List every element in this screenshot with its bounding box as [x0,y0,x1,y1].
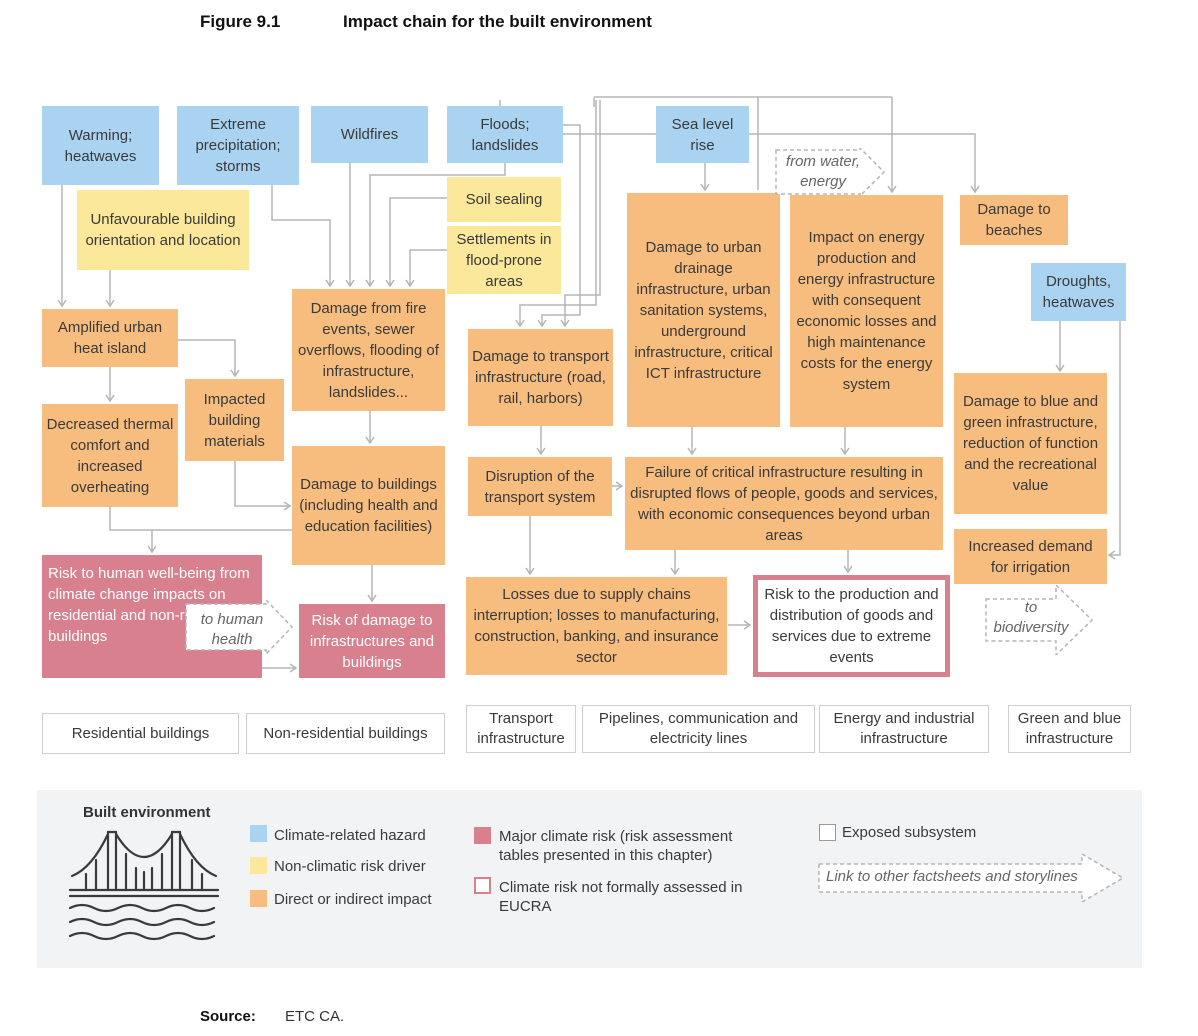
link-label-to-human-health: to human health [200,611,264,648]
impact-transport-infrastructure: Damage to transport infrastructure (road… [468,329,613,426]
legend-link-arrow [818,852,1125,904]
subsystem-non-residential: Non-residential buildings [246,713,445,754]
driver-settlements-flood-prone: Settlements in flood-prone areas [447,226,561,294]
legend-major-risk-label: Major climate risk (risk assessment tabl… [499,828,733,864]
hazard-extreme-precipitation: Extreme precipitation; storms [177,106,299,185]
legend-title: Built environment [83,804,211,821]
figure-title: Impact chain for the built environment [343,12,652,31]
legend-swatch-nonclimatic [250,857,267,874]
impact-urban-drainage: Damage to urban drainage infrastructure,… [627,193,780,427]
subsystem-green-blue: Green and blue infrastructure [1008,705,1131,753]
impact-building-materials: Impacted building materials [185,379,284,461]
impact-critical-infrastructure-failure: Failure of critical infrastructure resul… [625,457,943,550]
legend-swatch-impact [250,890,267,907]
driver-building-orientation: Unfavourable building orientation and lo… [77,190,249,270]
subsystem-energy-industrial: Energy and industrial infrastructure [819,705,989,753]
legend-swatch-major-risk [474,827,491,844]
subsystem-pipelines: Pipelines, communication and electricity… [582,705,815,753]
impact-energy-production: Impact on energy production and energy i… [790,195,943,427]
link-label-from-water-energy: from water, energy [785,153,861,190]
subsystem-residential: Residential buildings [42,713,239,754]
link-arrow-to-human-health [185,600,294,654]
risk-production-distribution: Risk to the production and distribution … [753,575,950,677]
legend-nonclimatic-label: Non-climatic risk driver [274,858,426,875]
impact-thermal-comfort: Decreased thermal comfort and increased … [42,404,178,507]
link-arrow-to-biodiversity [985,585,1094,655]
connector-lines [57,96,1121,673]
impact-damage-buildings: Damage to buildings (including health an… [292,446,445,565]
legend-swatch-not-assessed [474,877,491,894]
legend-not-assessed-label: Climate risk not formally assessed in EU… [499,879,743,915]
impact-transport-disruption: Disruption of the transport system [468,457,612,516]
impact-supply-chain-losses: Losses due to supply chains interruption… [466,577,727,675]
bridge-icon [68,830,220,941]
risk-human-wellbeing: Risk to human well-being from climate ch… [42,555,262,678]
figure-number: Figure 9.1 [200,12,281,31]
subsystem-transport: Transport infrastructure [466,705,576,753]
risk-damage-infrastructures: Risk of damage to infrastructures and bu… [299,604,445,678]
impact-fire-sewer-flooding: Damage from fire events, sewer overflows… [292,289,445,411]
legend-swatch-exposed [819,824,836,841]
hazard-floods-landslides: Floods; landslides [447,106,563,163]
impact-blue-green-infrastructure: Damage to blue and green infrastructure,… [954,373,1107,514]
source-label: Source: [200,1008,256,1025]
link-label-to-biodiversity: to biodiversity [993,599,1069,636]
link-arrow-from-water-energy [775,148,886,196]
impact-urban-heat-island: Amplified urban heat island [42,309,178,367]
source-text: ETC CA. [285,1008,345,1025]
impact-damage-beaches: Damage to beaches [960,195,1068,245]
legend-swatch-hazard [250,825,267,842]
legend-hazard-label: Climate-related hazard [274,827,426,844]
hazard-wildfires: Wildfires [311,106,428,163]
hazard-sea-level-rise: Sea level rise [656,106,749,163]
legend-exposed-label: Exposed subsystem [842,824,977,841]
legend-link-label: Link to other factsheets and storylines [826,868,1078,885]
hazard-warming-heatwaves: Warming; heatwaves [42,106,159,185]
driver-soil-sealing: Soil sealing [447,177,561,222]
impact-irrigation-demand: Increased demand for irrigation [954,529,1107,584]
legend-impact-label: Direct or indirect impact [274,891,432,908]
hazard-droughts-heatwaves: Droughts, heatwaves [1031,263,1126,321]
